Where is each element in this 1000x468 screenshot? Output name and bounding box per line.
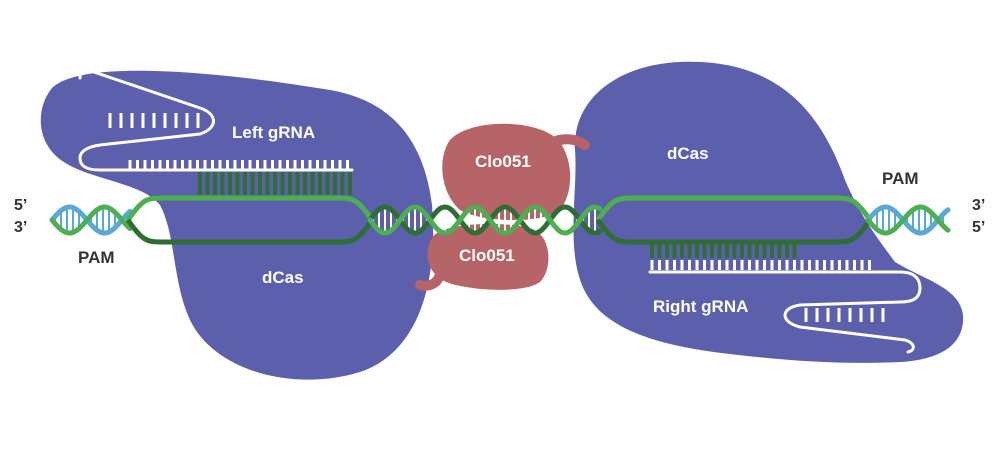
left-strand-5prime: 5’ (14, 197, 27, 214)
left-grna-label: Left gRNA (232, 123, 315, 142)
left-dcas-protein (40, 70, 434, 380)
right-pam-label: PAM (882, 169, 919, 188)
dna-strand-top (125, 195, 375, 222)
left-pam-helix (49, 204, 133, 236)
dna-duplex (49, 195, 951, 245)
clo051-top-label: Clo051 (475, 152, 531, 171)
right-strand-3prime: 3’ (972, 197, 985, 214)
right-grna-strand (648, 270, 922, 354)
right-pam-helix (865, 204, 951, 236)
dna-strand (367, 204, 603, 236)
right-strand-5prime: 5’ (972, 219, 985, 236)
right-grna-label: Right gRNA (653, 297, 748, 316)
right-dcas-protein (573, 61, 964, 363)
right-dcas-label: dCas (667, 144, 709, 163)
clo051-top-domain (442, 123, 571, 221)
dna-strand-bottom (125, 218, 375, 245)
central-helix (367, 204, 603, 236)
left-dcas-label: dCas (262, 268, 304, 287)
dna-strand-top (595, 195, 873, 222)
left-pam-label: PAM (78, 248, 115, 267)
dna-strand (49, 204, 133, 236)
dna-strand-bottom (595, 218, 873, 245)
dna-strand (367, 204, 603, 236)
left-strand-3prime: 3’ (14, 219, 27, 236)
right-r-loop (595, 195, 873, 245)
clo051-bottom-label: Clo051 (459, 246, 515, 265)
left-grna-strand (78, 68, 354, 172)
dna-strand (49, 204, 133, 236)
dna-strand (865, 204, 951, 236)
grna-group (78, 68, 922, 354)
clo051-bottom-domain (427, 223, 549, 290)
dna-strand (865, 204, 951, 236)
left-r-loop (125, 195, 375, 245)
